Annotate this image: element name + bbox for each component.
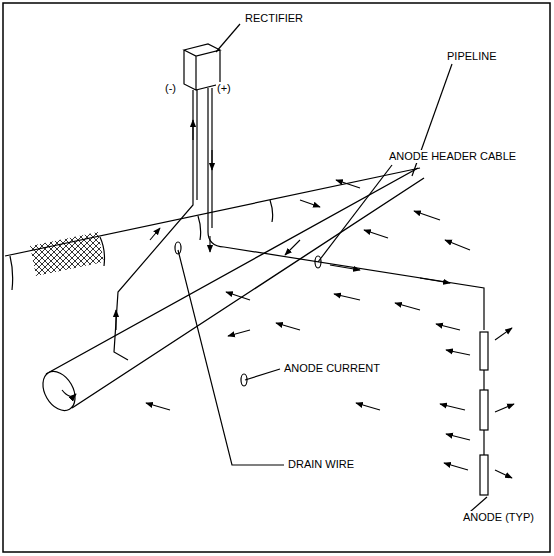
- callout-label: (+): [216, 82, 232, 95]
- callout-label: (-): [164, 82, 177, 95]
- callout-label: ANODE (TYP): [462, 511, 535, 524]
- trench-edges: [10, 200, 273, 290]
- anode: [480, 332, 488, 370]
- leader-line: [245, 369, 280, 380]
- callout-label: RECTIFIER: [244, 12, 304, 25]
- current-arrows: [116, 120, 514, 478]
- callout-label: DRAIN WIRE: [287, 458, 355, 471]
- pavement-hatch: [30, 232, 104, 276]
- anode: [480, 390, 488, 430]
- leader-mark: [175, 242, 181, 254]
- rectifier-box: [184, 44, 220, 90]
- negative-drain-wire: [114, 90, 193, 360]
- leader-line: [216, 24, 240, 52]
- leader-mark: [315, 256, 321, 268]
- pipe-current-arrow: [62, 390, 76, 396]
- frame: [3, 3, 550, 552]
- callout-label: PIPELINE: [446, 50, 498, 63]
- anode-header-cable: [208, 88, 484, 330]
- leader-line: [178, 250, 284, 465]
- leader-mark: [241, 374, 247, 386]
- callout-label: ANODE CURRENT: [283, 362, 381, 375]
- leader-line: [318, 165, 392, 262]
- anode: [480, 455, 488, 495]
- callout-label: ANODE HEADER CABLE: [388, 150, 517, 163]
- negative-conductor: [196, 90, 197, 200]
- pipeline-end: [36, 366, 81, 416]
- pipeline: [46, 168, 424, 408]
- positive-conductor: [211, 88, 212, 228]
